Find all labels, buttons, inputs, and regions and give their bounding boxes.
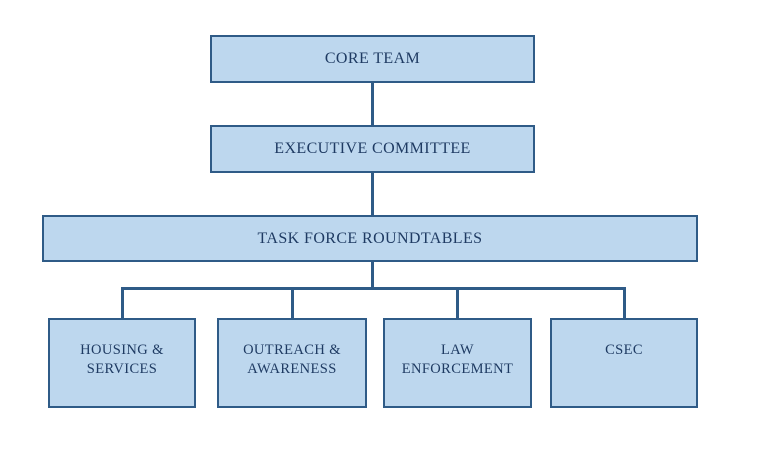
node-executive-committee: EXECUTIVE COMMITTEE [210, 125, 535, 173]
node-csec-label: CSEC [605, 342, 643, 358]
connector-taskforce-stem [371, 262, 374, 288]
connector-drop-law [456, 287, 459, 318]
connector-drop-housing [121, 287, 124, 318]
node-core-team: CORE TEAM [210, 35, 535, 83]
node-housing-services: HOUSING & SERVICES [48, 318, 196, 408]
connector-core-to-executive [371, 83, 374, 125]
connector-drop-outreach [291, 287, 294, 318]
node-outreach-awareness-label: OUTREACH & AWARENESS [243, 342, 341, 377]
node-task-force-roundtables-label: TASK FORCE ROUNDTABLES [257, 229, 483, 247]
node-law-enforcement: LAW ENFORCEMENT [383, 318, 532, 408]
node-outreach-awareness: OUTREACH & AWARENESS [217, 318, 367, 408]
node-core-team-label: CORE TEAM [324, 50, 421, 67]
node-executive-committee-label: EXECUTIVE COMMITTEE [274, 140, 471, 157]
node-task-force-roundtables: TASK FORCE ROUNDTABLES [42, 215, 698, 262]
connector-executive-to-taskforce [371, 173, 374, 215]
node-law-enforcement-label: LAW ENFORCEMENT [401, 342, 514, 377]
node-housing-services-label: HOUSING & SERVICES [80, 342, 164, 377]
connector-horizontal-rail [121, 287, 625, 290]
node-csec: CSEC [550, 318, 698, 408]
connector-drop-csec [623, 287, 626, 318]
